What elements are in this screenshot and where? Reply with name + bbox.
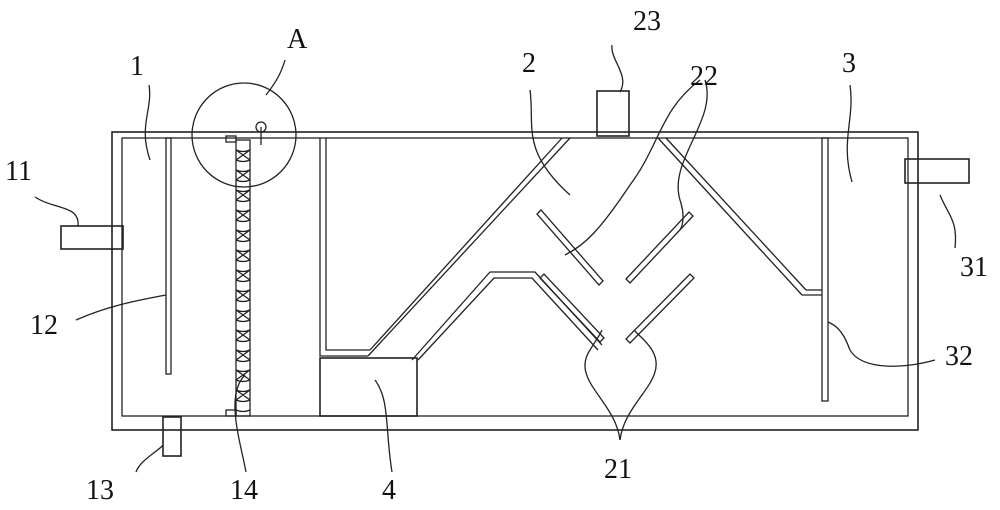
label-21: 21 — [604, 454, 632, 485]
label-12: 12 — [30, 310, 58, 341]
middle-chamber — [319, 137, 822, 361]
label-23: 23 — [633, 6, 661, 37]
filter-screen — [225, 135, 251, 417]
left-baffle-plate — [165, 137, 172, 375]
tank-outer-wall — [111, 131, 919, 431]
label-1: 1 — [130, 51, 144, 82]
inlet-pipe — [60, 225, 124, 250]
top-vent-fitting — [596, 90, 630, 137]
leader-lines — [34, 44, 957, 473]
label-a: A — [287, 24, 308, 55]
label-3: 3 — [842, 48, 856, 79]
label-32: 32 — [945, 341, 973, 372]
outlet-pipe — [904, 158, 970, 184]
inclined-plates — [536, 209, 695, 344]
right-baffle-plate — [821, 137, 829, 402]
drain-pipe — [162, 416, 182, 457]
label-13: 13 — [86, 475, 114, 506]
label-14: 14 — [230, 475, 258, 506]
sediment-box — [319, 357, 418, 417]
detail-circle-a — [191, 82, 297, 188]
label-22: 22 — [690, 61, 718, 92]
label-4: 4 — [382, 475, 396, 506]
label-31: 31 — [960, 252, 988, 283]
label-11: 11 — [5, 156, 32, 187]
label-2: 2 — [522, 48, 536, 79]
